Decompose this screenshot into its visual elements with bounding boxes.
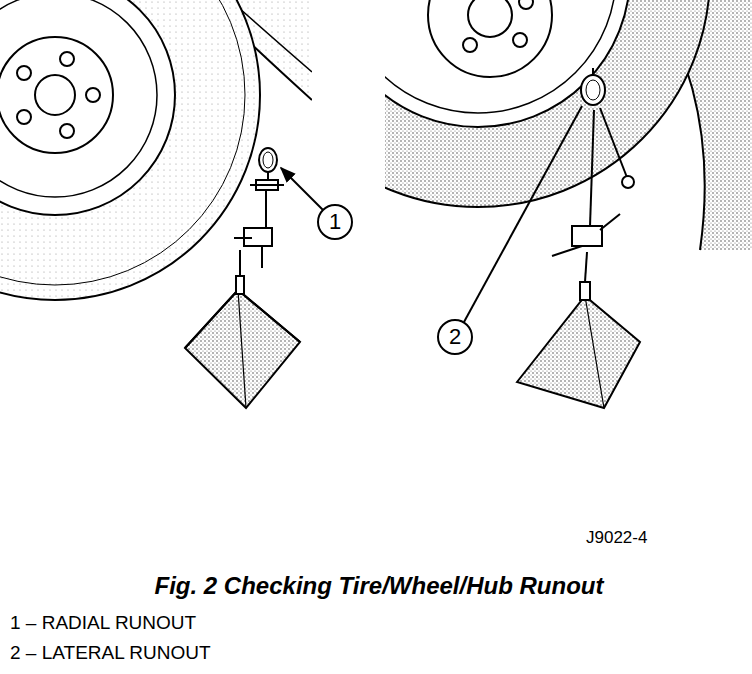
callout-1-marker: [281, 168, 352, 239]
legend-text: 1 – RADIAL RUNOUT: [10, 612, 196, 634]
callout-number: 1: [329, 209, 341, 235]
figure-code: J9022-4: [586, 528, 647, 548]
left-wheel: [0, 0, 312, 300]
lateral-dial-indicator: [517, 68, 640, 408]
callout-2-marker: [438, 106, 582, 354]
legend-text: 2 – LATERAL RUNOUT: [10, 642, 211, 664]
callout-number: 2: [449, 324, 461, 350]
right-wheel: [385, 0, 752, 250]
figure-caption: Fig. 2 Checking Tire/Wheel/Hub Runout: [155, 572, 604, 600]
radial-dial-indicator: [185, 148, 300, 408]
